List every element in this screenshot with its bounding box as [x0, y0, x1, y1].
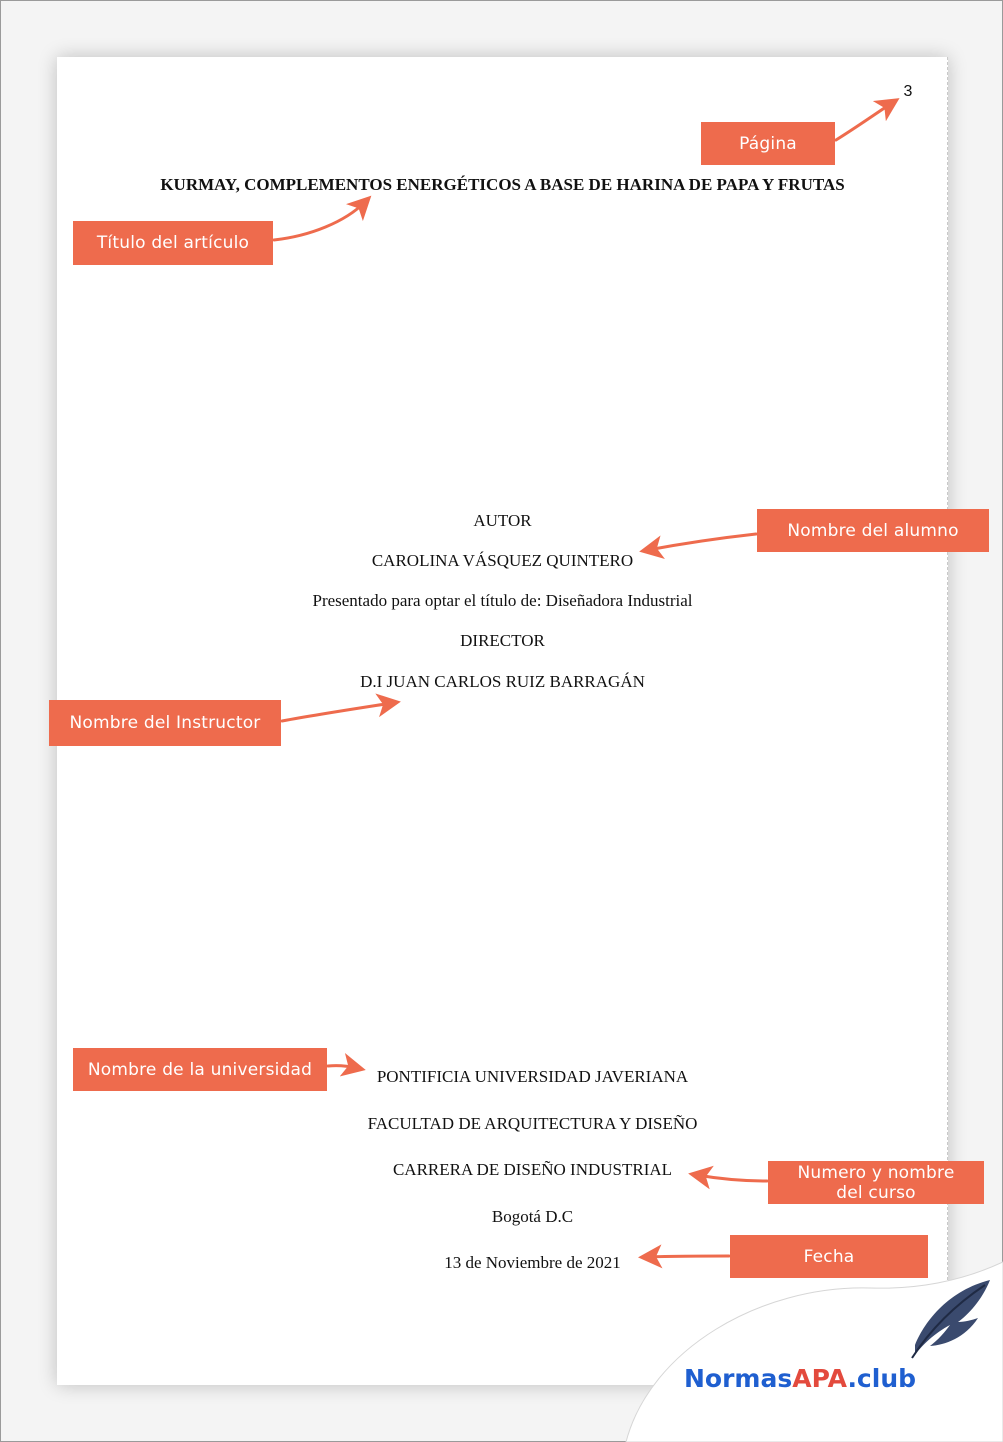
- page-number: 3: [903, 83, 913, 100]
- author-name: CAROLINA VÁSQUEZ QUINTERO: [371, 551, 634, 570]
- date: 13 de Noviembre de 2021: [444, 1253, 621, 1272]
- callout-instructor: Nombre del Instructor: [49, 700, 281, 746]
- director-heading: DIRECTOR: [460, 631, 545, 650]
- callout-page: Página: [701, 122, 835, 165]
- author-heading: AUTOR: [473, 511, 532, 530]
- callout-date: Fecha: [730, 1235, 928, 1278]
- brand-part1: Normas: [684, 1364, 793, 1393]
- callout-title: Título del artículo: [73, 221, 273, 265]
- brand-part2: APA: [792, 1364, 848, 1393]
- callout-course: Numero y nombre del curso: [768, 1161, 984, 1204]
- page-edge: [947, 57, 948, 1385]
- director-name: D.I JUAN CARLOS RUIZ BARRAGÁN: [360, 672, 645, 691]
- city: Bogotá D.C: [491, 1207, 574, 1226]
- faculty-name: FACULTAD DE ARQUITECTURA Y DISEÑO: [367, 1114, 698, 1133]
- presented-for: Presentado para optar el título de: Dise…: [312, 591, 693, 610]
- program-name: CARRERA DE DISEÑO INDUSTRIAL: [392, 1160, 673, 1179]
- brand-part3: .club: [847, 1364, 917, 1393]
- callout-student: Nombre del alumno: [757, 509, 989, 552]
- brand-logo-text: NormasAPA.club: [684, 1364, 916, 1393]
- university-name: PONTIFICIA UNIVERSIDAD JAVERIANA: [376, 1067, 689, 1086]
- document-title: KURMAY, COMPLEMENTOS ENERGÉTICOS A BASE …: [160, 175, 845, 194]
- callout-university: Nombre de la universidad: [73, 1048, 327, 1091]
